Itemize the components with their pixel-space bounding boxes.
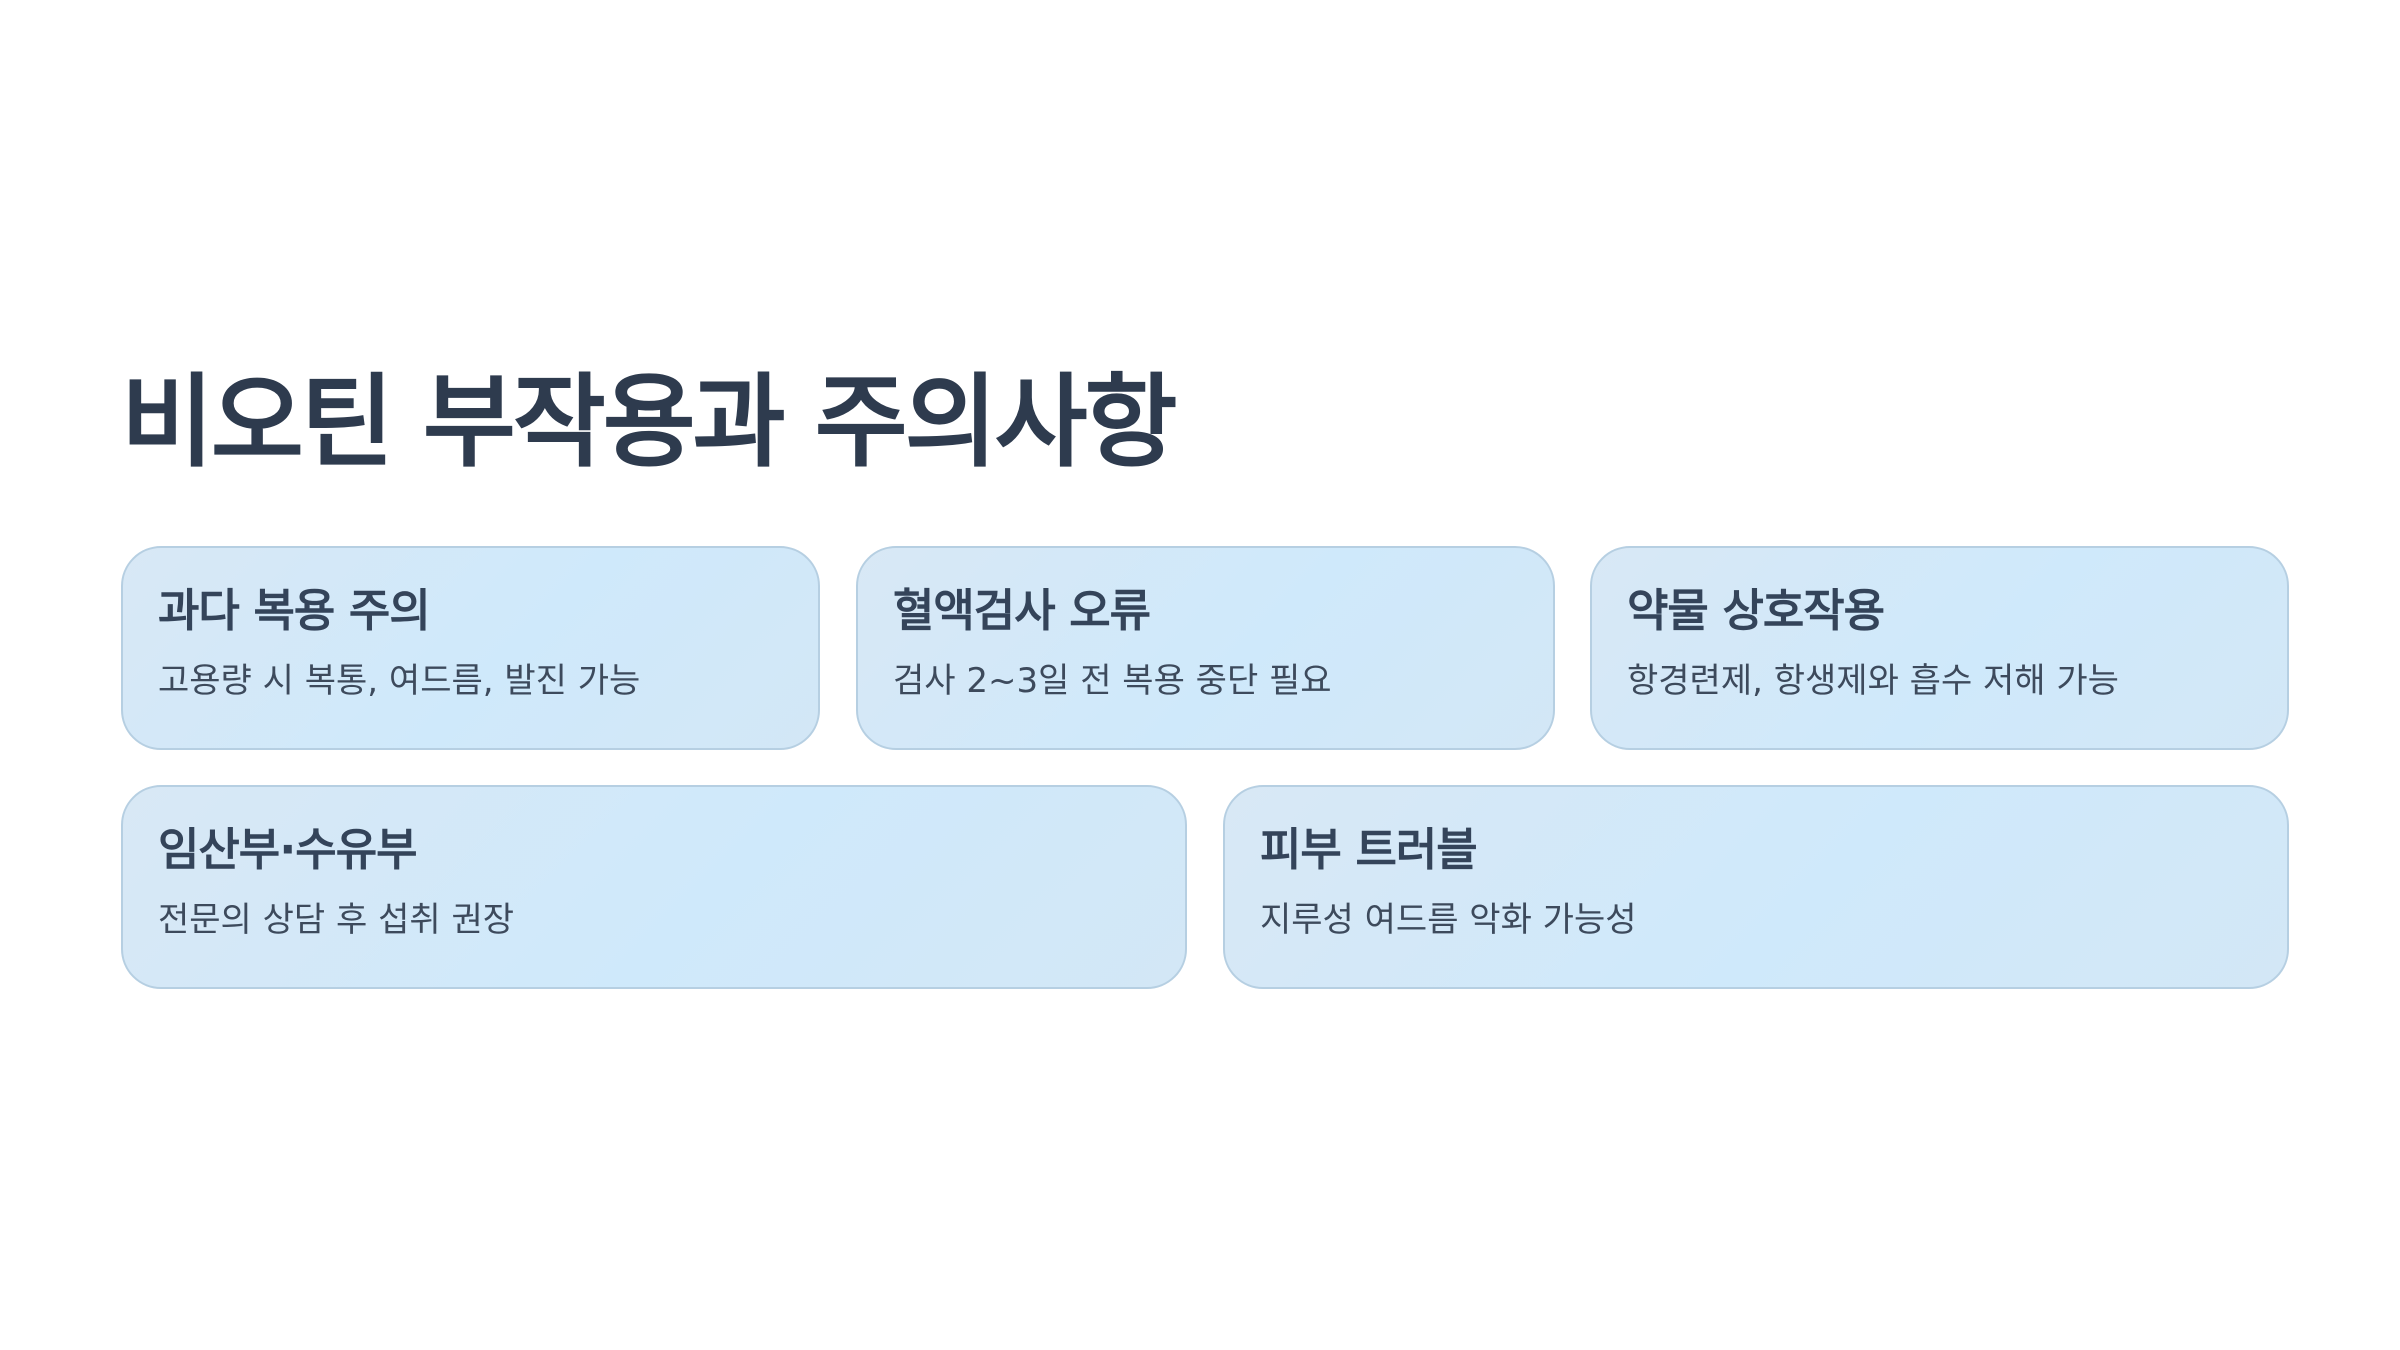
card-overdose-warning: 과다 복용 주의 고용량 시 복통, 여드름, 발진 가능 [121, 546, 820, 750]
card-heading: 약물 상호작용 [1627, 584, 1885, 637]
card-text: 지루성 여드름 악화 가능성 [1260, 900, 1637, 940]
card-text: 항경련제, 항생제와 흡수 저해 가능 [1627, 661, 2119, 701]
card-drug-interaction: 약물 상호작용 항경련제, 항생제와 흡수 저해 가능 [1590, 546, 2289, 750]
card-pregnant-nursing: 임산부·수유부 전문의 상담 후 섭취 권장 [121, 785, 1187, 989]
card-blood-test-error: 혈액검사 오류 검사 2~3일 전 복용 중단 필요 [856, 546, 1555, 750]
card-heading: 피부 트러블 [1260, 823, 1478, 876]
card-heading: 과다 복용 주의 [158, 584, 431, 637]
card-text: 전문의 상담 후 섭취 권장 [158, 900, 515, 940]
card-skin-trouble: 피부 트러블 지루성 여드름 악화 가능성 [1223, 785, 2289, 989]
slide-title: 비오틴 부작용과 주의사항 [121, 363, 1177, 481]
card-text: 고용량 시 복통, 여드름, 발진 가능 [158, 661, 641, 701]
card-heading: 혈액검사 오류 [893, 584, 1151, 637]
card-text: 검사 2~3일 전 복용 중단 필요 [893, 661, 1332, 701]
card-heading: 임산부·수유부 [158, 823, 418, 876]
